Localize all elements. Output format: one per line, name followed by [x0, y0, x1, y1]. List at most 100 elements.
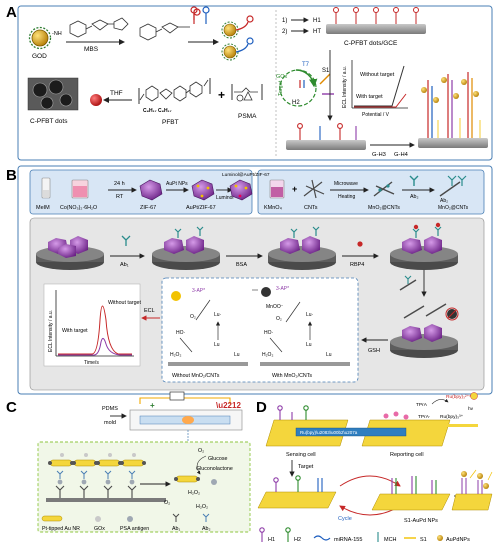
- step2-label: 2): [282, 29, 287, 35]
- ecl-inset-a: Without target With target ECL Intensity…: [342, 60, 408, 118]
- gsh-label: GSH: [368, 348, 380, 354]
- mechanism-right: 3-AP* MnOO⁻ O₂ HO· H₂O₂ Lu· Lu Lu With M…: [252, 286, 350, 379]
- electrode-1: [36, 236, 104, 270]
- ru3-label: Ru(bpy)₃³⁺: [440, 414, 464, 420]
- ab2-probe-icon: [399, 275, 417, 291]
- o2-left: O₂: [190, 314, 196, 320]
- h1-label-a: H1: [313, 18, 321, 24]
- luminol-zif-crystal: [229, 179, 253, 201]
- psa-legend-icon: [127, 516, 133, 522]
- legend-h2: H2: [294, 537, 301, 543]
- ho-right: HO·: [264, 330, 274, 336]
- electrode-4: [390, 222, 458, 270]
- ecl-inset-b: With target Without target Time/s ECL In…: [43, 283, 142, 367]
- electrode-step-bottom: G-H3 G-H4: [286, 123, 415, 158]
- o2-top-c: O₂: [198, 448, 204, 454]
- o2-bottom-c: O₂: [164, 500, 170, 506]
- electrode-3: [268, 226, 336, 270]
- cpfbt-dot-sphere: [90, 94, 102, 106]
- mechanism-box: [161, 277, 359, 383]
- electrode-2: [152, 226, 220, 270]
- legend-aupd: AuPdNPs: [446, 537, 470, 543]
- lu-right: Lu: [306, 342, 312, 348]
- kmno4-vial: KMnO₄: [264, 179, 285, 211]
- au-nanorods: [48, 453, 146, 467]
- pdms-label: PDMS: [102, 406, 118, 412]
- c-legend: Pt-tipped Au NR GOx PSA antigen Ab₁ Ab₂: [41, 513, 211, 532]
- legend-ab1: Ab₁: [172, 526, 180, 532]
- mechanism-left: 3-AP* O₂ HO· H₂O₂ Lu· Lu Lu Without MnO₂…: [168, 288, 248, 379]
- panel-d: D Ru(bpy)\u2083\u00b2\u207a Sensing cell…: [256, 392, 493, 543]
- electrode-label-a: C-PFBT dots/GCE: [344, 40, 398, 47]
- luminol-zif-label: Luminol@AuPt/ZIF-67: [222, 172, 270, 178]
- ab2-label-b2: Ab₂: [440, 198, 448, 204]
- panel-a-frame: [17, 5, 493, 161]
- mbs-molecule: [69, 17, 129, 38]
- god-dna-conjugates: [221, 15, 254, 61]
- rt-label: RT: [116, 194, 124, 200]
- mold-label: mold: [104, 420, 116, 426]
- co-beaker: Co(NO₃)₂·6H₂O: [60, 179, 97, 211]
- legend-au-nr: Pt-tipped Au NR: [42, 526, 80, 532]
- without-target-b: Without target: [108, 300, 142, 306]
- psma-polymer: [231, 84, 263, 102]
- gox-label-a: GOx: [276, 74, 288, 80]
- cycle-label: Cycle: [338, 516, 352, 522]
- ho-left: HO·: [176, 330, 186, 336]
- thf-label: THF: [110, 90, 123, 97]
- ecl-xlabel-a: Potential / V: [362, 112, 390, 118]
- cnts-label: CNTs: [304, 205, 318, 211]
- pfbt-polymer: [138, 78, 211, 104]
- nh2-label: -NH: [52, 31, 62, 37]
- sensing-cell-label: Sensing cell: [286, 452, 316, 458]
- step1-label: 1): [282, 18, 287, 24]
- legend-psa: PSA antigen: [120, 526, 149, 532]
- d-sensor-2: [371, 476, 451, 511]
- d-sensor-1: [257, 475, 337, 509]
- ru-excited-label: Ru(bpy)₃²⁺*: [446, 394, 471, 400]
- legend-gox: GOx: [94, 526, 105, 532]
- ab1-label-b: Ab₁: [120, 262, 129, 268]
- god-enzyme: GOD -NH: [28, 26, 62, 60]
- time-axis-label: Time/s: [84, 360, 99, 366]
- synthesis-box-right: [257, 169, 485, 215]
- t7-label: T7: [302, 62, 310, 68]
- ecl-mechanism-d: TPrA Ru(bpy)₃²⁺* TPrA· Ru(bpy)₃³⁺ hv: [416, 392, 478, 427]
- lu-right-b: Lu: [326, 352, 332, 358]
- gh4-label: G-H4: [394, 152, 409, 158]
- s1-aupd-label: S1-AuPd NPs: [404, 518, 438, 524]
- with-target-a: With target: [356, 94, 383, 100]
- ab2-mno2-cnts: [439, 175, 467, 197]
- lu-excited-right: 3-AP*: [276, 286, 289, 292]
- plus-sign: +: [218, 88, 225, 102]
- meim-label: MeIM: [36, 205, 50, 211]
- psma-label: PSMA: [238, 113, 257, 120]
- gox-legend-icon: [95, 516, 101, 522]
- meim-vial: MeIM: [36, 177, 51, 211]
- with-target-b: With target: [62, 328, 88, 334]
- lu-left: Lu: [214, 342, 220, 348]
- aupt-zif-label: AuPt/ZIF-67: [186, 205, 216, 211]
- immuno-sandwich: [46, 453, 166, 502]
- legend-ab2: Ab₂: [202, 526, 211, 532]
- aupt-zif-crystal: [191, 179, 215, 201]
- without-mno2-label: Without MnO₂/CNTs: [172, 373, 220, 379]
- microchip-device: + \u2212: [129, 391, 243, 442]
- hcr-electrode-tall: [418, 72, 488, 148]
- ecl-ylabel-b: ECL Intensity / a.u.: [48, 310, 54, 352]
- mbs-label: MBS: [84, 46, 99, 53]
- target-label-d: Target: [298, 464, 314, 470]
- bpe-left-text: Ru(bpy)\u2083\u00b2\u207a: [300, 430, 358, 435]
- tpra-label: TPrA: [416, 402, 428, 408]
- dna-hairpins-a: [190, 6, 210, 24]
- mno2-cnts-label: MnO₂@CNTs: [368, 205, 400, 211]
- ab1-legend-icon: [172, 513, 180, 522]
- legend-mirna: miRNA-155: [334, 537, 362, 543]
- panel-b-frame: [17, 165, 493, 395]
- mnoo-label: MnOO⁻: [266, 304, 284, 310]
- exonuclease-cycle: T7 S1 H2 Target GOx: [276, 62, 334, 107]
- lu-excited-left: 3-AP*: [192, 288, 205, 294]
- god-label: GOD: [32, 53, 47, 60]
- cnts-tubes: [303, 179, 325, 199]
